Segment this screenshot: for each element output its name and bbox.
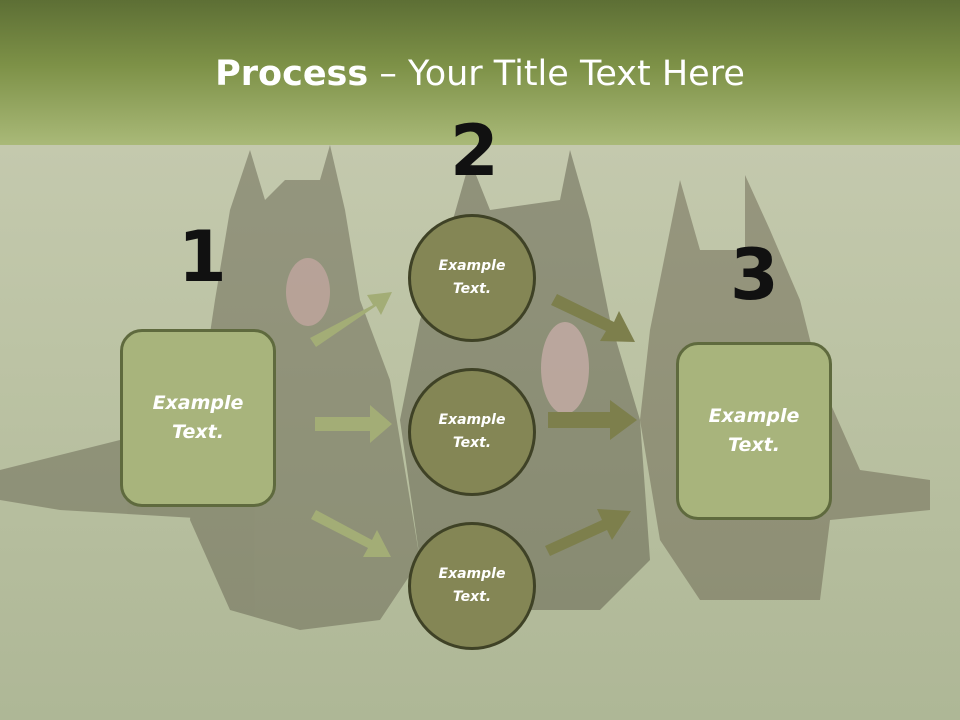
step-2-circle-2: Example Text. <box>408 368 536 496</box>
step-1-text: Example Text. <box>152 392 244 443</box>
title-rest: – Your Title Text Here <box>368 54 745 94</box>
title-bar <box>0 0 960 145</box>
dog-middle-tongue <box>541 322 589 414</box>
dog-left-tongue <box>286 258 330 326</box>
arrow-from-circle-1 <box>551 294 635 342</box>
step-3-box: Example Text. <box>676 342 832 520</box>
circle-2-text: Example Text. <box>438 412 506 451</box>
arrow-to-circle-1 <box>310 292 392 347</box>
circle-3-text: Example Text. <box>438 566 506 605</box>
step-number-1: 1 <box>178 216 227 298</box>
arrow-from-circle-3 <box>545 509 631 556</box>
arrow-to-circle-3 <box>311 510 391 557</box>
step-1-box: Example Text. <box>120 329 276 507</box>
arrow-to-circle-2 <box>315 405 392 443</box>
circle-1-text: Example Text. <box>438 258 506 297</box>
arrow-from-circle-2 <box>548 400 637 440</box>
step-number-2: 2 <box>450 110 499 192</box>
page-title: Process – Your Title Text Here <box>0 50 960 98</box>
step-number-3: 3 <box>730 234 779 316</box>
title-bold: Process <box>215 54 369 94</box>
step-2-circle-1: Example Text. <box>408 214 536 342</box>
step-2-circle-3: Example Text. <box>408 522 536 650</box>
step-3-text: Example Text. <box>708 405 800 456</box>
